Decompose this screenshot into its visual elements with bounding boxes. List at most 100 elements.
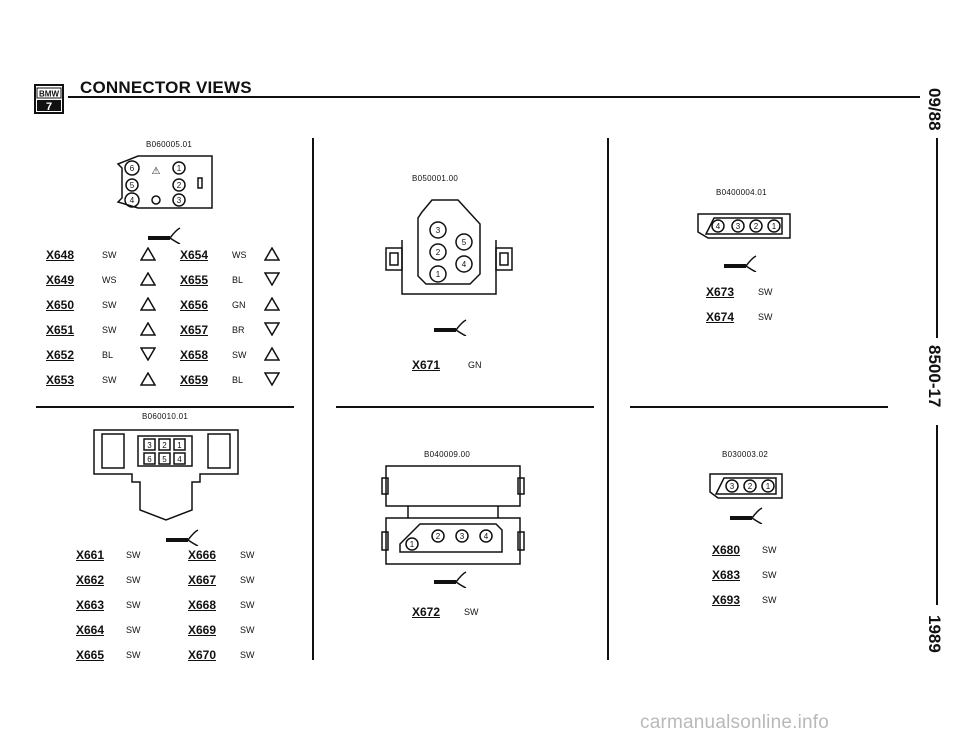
wire-color: SW [762, 595, 777, 605]
wire-color: SW [240, 650, 255, 660]
part-number: B060005.01 [146, 140, 193, 149]
page-title: CONNECTOR VIEWS [80, 78, 252, 97]
connector-id: X662 [76, 573, 105, 587]
connector-id: X666 [188, 548, 217, 562]
bmw-7-logo: BMW 7 [34, 84, 64, 114]
wire-color: SW [240, 600, 255, 610]
svg-text:1: 1 [436, 270, 441, 279]
triangle-up-icon [264, 247, 280, 261]
wire-color: SW [762, 545, 777, 555]
part-number: B060010.01 [142, 412, 189, 421]
wire-color: WS [232, 250, 247, 260]
triangle-down-icon [264, 322, 280, 336]
wire-color: SW [126, 575, 141, 585]
connector-id: X653 [46, 373, 75, 387]
insertion-arrow-icon [434, 319, 467, 336]
wire-color: SW [232, 350, 247, 360]
connector-id: X667 [188, 573, 217, 587]
svg-text:3: 3 [460, 532, 465, 541]
wire-color: BL [232, 275, 244, 285]
part-number: B050001.00 [412, 174, 459, 183]
svg-text:4: 4 [177, 455, 182, 464]
svg-text:1: 1 [766, 482, 771, 491]
side-page-number: 8500-17 [925, 345, 944, 408]
wire-color: SW [102, 250, 117, 260]
connector-id: X664 [76, 623, 105, 637]
connector-id: X674 [706, 310, 735, 324]
svg-text:3: 3 [147, 441, 152, 450]
connector-id: X665 [76, 648, 105, 662]
connector-id: X668 [188, 598, 217, 612]
svg-text:2: 2 [162, 441, 167, 450]
svg-text:2: 2 [177, 181, 182, 190]
insertion-arrow-icon [166, 529, 199, 546]
wire-color: SW [758, 287, 773, 297]
connector-id: X661 [76, 548, 105, 562]
wire-color: SW [126, 625, 141, 635]
connector-5pin-diagram: 3 5 2 4 1 [385, 199, 513, 295]
wire-color: BR [232, 325, 245, 335]
column-divider-2 [607, 138, 609, 660]
triangle-up-icon [264, 297, 280, 311]
connector-id: X650 [46, 298, 75, 312]
wire-color: SW [102, 375, 117, 385]
svg-text:1: 1 [772, 222, 777, 231]
wire-color: SW [126, 600, 141, 610]
wire-color: BL [232, 375, 244, 385]
connector-id: X673 [706, 285, 735, 299]
logo-text: BMW [39, 90, 59, 99]
svg-text:2: 2 [754, 222, 759, 231]
connector-6pin-diagram: 6 ⚠ 1 5 2 4 3 [116, 155, 213, 209]
connector-id: X652 [46, 348, 75, 362]
side-date: 09/88 [925, 88, 944, 131]
logo-number: 7 [46, 101, 52, 113]
triangle-up-icon [140, 247, 156, 261]
wire-color: GN [468, 360, 482, 370]
svg-text:1: 1 [177, 441, 182, 450]
connector-3pin-row-diagram: 3 2 1 [709, 473, 783, 499]
connector-id: X671 [412, 358, 441, 372]
part-number: B040009.00 [424, 450, 471, 459]
insertion-arrow-icon [434, 571, 467, 588]
connector-id: X651 [46, 323, 75, 337]
connector-id: X649 [46, 273, 75, 287]
wire-color: GN [232, 300, 246, 310]
connector-id: X659 [180, 373, 209, 387]
connector-id: X656 [180, 298, 209, 312]
insertion-arrow-icon [148, 227, 181, 244]
connector-id: X669 [188, 623, 217, 637]
watermark: carmanualsonline.info [640, 712, 830, 733]
wire-color: SW [240, 575, 255, 585]
row-divider-left [36, 406, 294, 408]
svg-text:4: 4 [716, 222, 721, 231]
svg-text:1: 1 [410, 540, 415, 549]
connector-id: X693 [712, 593, 741, 607]
connector-12pin-diagram: 3 2 1 6 5 4 [93, 429, 239, 521]
svg-text:3: 3 [177, 196, 182, 205]
wire-color: SW [762, 570, 777, 580]
connector-id: X672 [412, 605, 441, 619]
svg-text:4: 4 [130, 196, 135, 205]
wire-color: SW [102, 300, 117, 310]
side-year: 1989 [925, 615, 944, 653]
connector-id: X657 [180, 323, 209, 337]
svg-text:1: 1 [177, 164, 182, 173]
svg-text:4: 4 [462, 260, 467, 269]
triangle-up-icon [140, 372, 156, 386]
connector-id: X648 [46, 248, 75, 262]
side-rule-1 [936, 138, 938, 338]
connector-id: X663 [76, 598, 105, 612]
svg-text:6: 6 [130, 164, 135, 173]
triangle-up-icon [140, 297, 156, 311]
connector-4pin-row-diagram: 4 3 2 1 [697, 213, 791, 239]
side-rule-2 [936, 425, 938, 605]
connector-id: X655 [180, 273, 209, 287]
svg-text:3: 3 [736, 222, 741, 231]
svg-text:5: 5 [130, 181, 135, 190]
wire-color: SW [240, 625, 255, 635]
part-number: B0400004.01 [716, 188, 767, 197]
svg-text:2: 2 [436, 532, 441, 541]
triangle-down-icon [264, 372, 280, 386]
svg-text:6: 6 [147, 455, 152, 464]
column-divider-1 [312, 138, 314, 660]
